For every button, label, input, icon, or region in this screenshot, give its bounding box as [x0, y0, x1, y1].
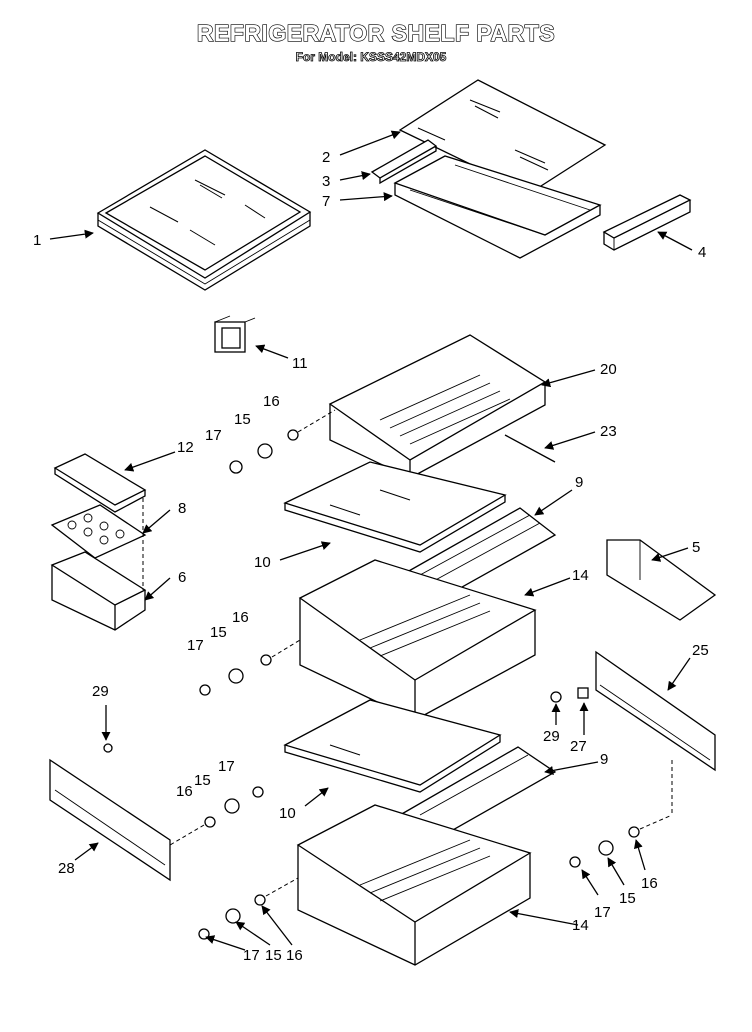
callout-4: 4	[698, 244, 706, 261]
part-14-upper-drawer	[298, 559, 537, 721]
callout-16c: 16	[176, 783, 193, 800]
callout-12: 12	[177, 439, 194, 456]
callout-3: 3	[322, 173, 330, 190]
page-title: REFRIGERATOR SHELF PARTS	[196, 19, 556, 46]
part-5-side-rail	[606, 539, 717, 621]
callout-17d: 17	[594, 904, 611, 921]
callout-17b: 17	[187, 637, 204, 654]
callout-14b: 14	[572, 917, 589, 934]
callout-16d: 16	[641, 875, 658, 892]
callout-15c: 15	[194, 772, 211, 789]
hardware-group-b	[199, 639, 301, 696]
part-14-lower-drawer	[296, 804, 532, 966]
part-3-front-rail	[370, 139, 438, 185]
callout-23: 23	[600, 423, 617, 440]
part-28-left-bracket	[49, 743, 171, 882]
model-subtitle: For Model: KSSS42MDX05	[295, 50, 447, 65]
part-23-rod	[504, 434, 556, 463]
part-4-trim-rail	[602, 194, 692, 251]
callout-25: 25	[692, 642, 709, 659]
callout-6: 6	[178, 569, 186, 586]
callout-16b: 16	[232, 609, 249, 626]
part-10-upper-glass-shelf	[283, 461, 507, 553]
hardware-group-c	[169, 786, 264, 846]
callout-16e: 16	[286, 947, 303, 964]
callout-10a: 10	[254, 554, 271, 571]
callout-11: 11	[292, 355, 308, 372]
part-8-egg-tray	[50, 504, 147, 559]
part-11-clip	[214, 315, 256, 353]
leader-lines	[49, 130, 693, 951]
callout-8: 8	[178, 500, 186, 517]
callout-16a: 16	[263, 393, 280, 410]
callout-10b: 10	[279, 805, 296, 822]
part-12-lid	[53, 453, 147, 513]
callout-9b: 9	[600, 751, 608, 768]
callout-5: 5	[692, 539, 700, 556]
callout-labels: 1 2 3 7 4 11 20 23 16 15 17 12 8 6 9 10 …	[33, 149, 709, 964]
callout-14a: 14	[572, 567, 589, 584]
callout-28: 28	[58, 860, 75, 877]
hardware-group-d	[569, 814, 673, 868]
part-1-glass-shelf	[96, 149, 312, 291]
part-7-shelf-frame	[393, 155, 602, 259]
callout-7: 7	[322, 193, 330, 210]
callout-15a: 15	[234, 411, 251, 428]
part-10-lower-glass-shelf	[283, 699, 502, 793]
callout-20: 20	[600, 361, 617, 378]
hardware-right-bracket	[550, 687, 589, 703]
callout-17e: 17	[243, 947, 260, 964]
callout-15b: 15	[210, 624, 227, 641]
callout-17a: 17	[205, 427, 222, 444]
callout-29b: 29	[543, 728, 560, 745]
callout-15e: 15	[265, 947, 282, 964]
callout-1: 1	[33, 232, 41, 249]
callout-9a: 9	[575, 474, 583, 491]
part-6-bin	[50, 498, 147, 631]
callout-29a: 29	[92, 683, 109, 700]
callout-2: 2	[322, 149, 330, 166]
callout-15d: 15	[619, 890, 636, 907]
part-25-right-bracket	[595, 650, 716, 815]
part-20-upper-drawer	[328, 334, 547, 479]
callout-17c: 17	[218, 758, 235, 775]
hardware-group-a	[229, 409, 336, 474]
callout-27: 27	[570, 738, 587, 755]
